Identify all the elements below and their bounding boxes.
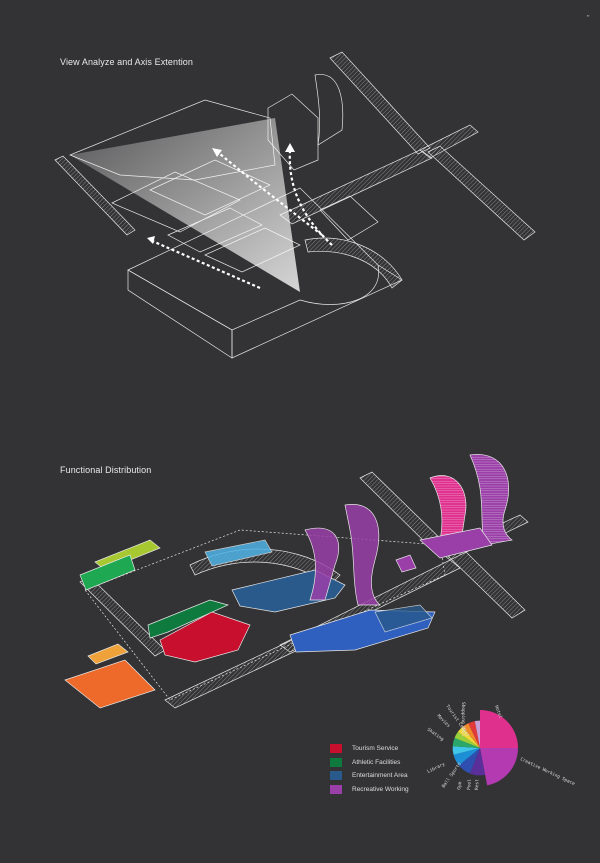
pie-label-creative: Creative Working Space xyxy=(519,756,576,787)
pie-slice xyxy=(454,731,480,748)
axis-arrow-3 xyxy=(288,149,333,246)
view-analysis-axonometric xyxy=(54,51,536,359)
pie-slice xyxy=(452,746,480,755)
road-diagonal-north xyxy=(329,51,431,155)
pie-label-gym: Gym xyxy=(456,781,463,790)
hotel-base xyxy=(419,527,493,559)
block-green-light xyxy=(79,554,136,591)
pie-slice xyxy=(469,748,486,776)
tower-recreative-1 xyxy=(304,527,340,601)
block-recreative-small xyxy=(395,554,417,573)
block-sky xyxy=(204,539,273,567)
legend-swatch-entertainment xyxy=(330,771,342,781)
legend-swatch-recreative xyxy=(330,784,342,794)
pie-label-shopping: Shopping Mall xyxy=(460,702,466,738)
tower-magenta-1-stripes xyxy=(430,475,466,540)
legend-label-athletic: Athletic Facilities xyxy=(352,758,401,766)
pie-slice xyxy=(458,748,480,774)
legend-label-entertainment: Entertainment Area xyxy=(352,772,408,780)
road-southeast xyxy=(427,145,536,241)
view-cone xyxy=(70,118,300,292)
block-outline-5 xyxy=(319,195,379,241)
pie-slice xyxy=(462,723,480,748)
pie-label-rest: Rest xyxy=(474,779,480,790)
pie-slice xyxy=(453,748,480,766)
function-legend: Tourism Service Athletic Facilities Ente… xyxy=(330,742,409,796)
road-func-southeast xyxy=(447,547,526,619)
pie-label-library: Library xyxy=(426,761,446,775)
pie-slice xyxy=(474,720,480,748)
block-tourism xyxy=(159,611,251,663)
block-athletic xyxy=(147,599,230,639)
pie-slice xyxy=(452,737,480,748)
pie-label-hotel: Hotel xyxy=(493,705,503,720)
corner-mark: " xyxy=(587,15,590,22)
block-entertainment-3 xyxy=(374,604,433,633)
axis-arrow-2 xyxy=(149,238,261,290)
legend-swatch-tourism xyxy=(330,744,342,754)
view-analysis-title: View Analyze and Axis Extention xyxy=(60,57,194,67)
tower-outline xyxy=(314,74,344,146)
axis-arrow-1 xyxy=(214,149,323,236)
ground-outline xyxy=(84,529,446,701)
legend-swatch-athletic xyxy=(330,757,342,767)
block-yellow xyxy=(87,643,129,665)
pie-slice xyxy=(457,726,480,748)
site-slab-side xyxy=(127,269,233,359)
pie-label-movies: Movies xyxy=(436,713,452,729)
road-west xyxy=(54,155,136,236)
legend-label-tourism: Tourism Service xyxy=(352,745,399,753)
legend-item-recreative: Recreative Working xyxy=(330,783,409,797)
functional-axonometric xyxy=(64,454,529,709)
legend-label-recreative: Recreative Working xyxy=(352,785,409,793)
legend-item-athletic: Athletic Facilities xyxy=(330,756,409,770)
tower-magenta-2-stripes xyxy=(470,454,512,545)
site-slab-front xyxy=(231,264,403,359)
program-pie xyxy=(452,710,518,786)
block-orange xyxy=(64,659,156,709)
road-curve xyxy=(304,237,403,289)
road-main xyxy=(279,149,433,225)
pie-slice xyxy=(480,710,518,748)
pie-slice xyxy=(468,721,480,748)
pie-label-skating: Skating xyxy=(426,727,445,743)
pie-label-pool: Pool xyxy=(466,779,473,791)
pie-slice xyxy=(480,748,518,786)
tower-recreative-2 xyxy=(344,504,381,606)
legend-item-tourism: Tourism Service xyxy=(330,742,409,756)
functional-distribution-title: Functional Distribution xyxy=(60,465,152,475)
road-func-west xyxy=(79,576,166,657)
legend-item-entertainment: Entertainment Area xyxy=(330,769,409,783)
